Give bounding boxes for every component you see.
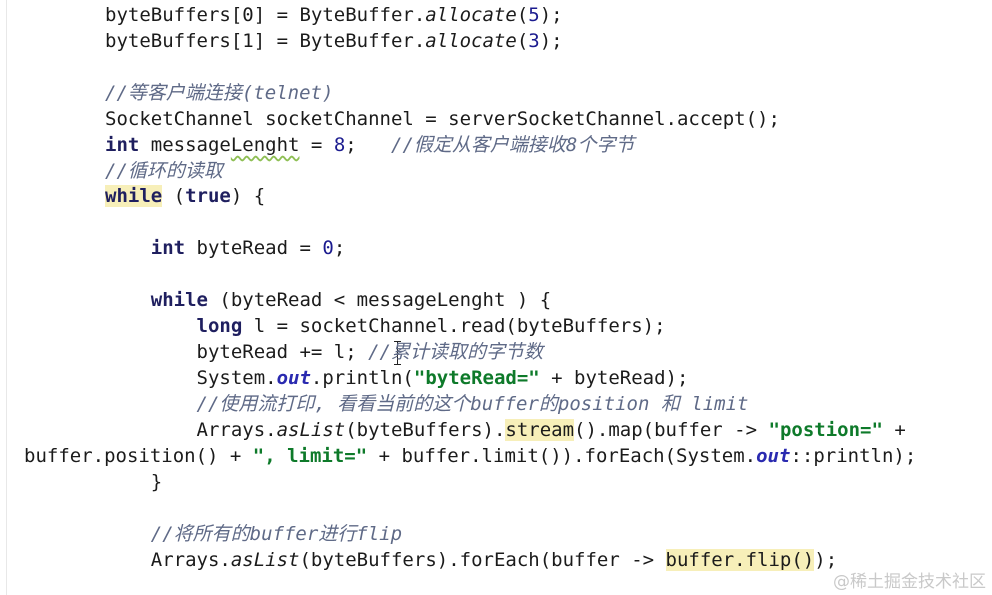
code-token: l = socketChannel.read(byteBuffers); bbox=[242, 315, 666, 337]
code-token: asList bbox=[230, 549, 300, 571]
code-line[interactable]: long l = socketChannel.read(byteBuffers)… bbox=[105, 313, 666, 339]
code-token: + buffer.limit()).forEach(System. bbox=[367, 445, 757, 467]
code-line[interactable]: //循环的读取 bbox=[105, 158, 223, 184]
code-token: ( bbox=[516, 30, 529, 52]
code-comment: //将所有的buffer进行flip bbox=[150, 523, 403, 545]
code-token: 5 bbox=[528, 4, 540, 26]
code-token: 8 bbox=[333, 134, 346, 156]
code-token: "postion=" bbox=[768, 419, 883, 441]
code-token: while bbox=[150, 289, 208, 311]
code-comment: //假定从客户端接收8个字节 bbox=[391, 134, 635, 156]
code-line[interactable]: while (true) { bbox=[105, 183, 265, 209]
code-token: SocketChannel socketChannel = serverSock… bbox=[105, 108, 780, 130]
code-token: ); bbox=[814, 549, 838, 571]
code-token bbox=[105, 393, 197, 415]
code-token: long bbox=[196, 315, 243, 337]
code-line[interactable]: byteRead += l; //累计读取的字节数 bbox=[105, 339, 544, 365]
text-cursor-icon bbox=[394, 341, 402, 365]
code-token bbox=[105, 315, 197, 337]
code-token: ; bbox=[345, 134, 392, 156]
code-token: "byteRead=" bbox=[413, 367, 540, 389]
code-token: ); bbox=[539, 30, 563, 52]
code-line[interactable]: Arrays.asList(byteBuffers).stream().map(… bbox=[105, 417, 906, 443]
code-line[interactable]: //将所有的buffer进行flip bbox=[105, 521, 402, 547]
code-token: ; bbox=[333, 237, 346, 259]
editor-gutter-divider bbox=[6, 0, 7, 595]
code-comment: //累计读取的字节数 bbox=[368, 341, 543, 363]
code-token: stream bbox=[505, 419, 575, 441]
code-token: allocate bbox=[425, 30, 517, 52]
code-line[interactable]: int byteRead = 0; bbox=[105, 235, 346, 261]
code-token: (byteBuffers). bbox=[345, 419, 506, 441]
code-token bbox=[105, 237, 151, 259]
code-token: (byteRead < messageLenght ) { bbox=[207, 289, 552, 311]
code-token: allocate bbox=[425, 4, 517, 26]
code-token bbox=[105, 289, 151, 311]
code-token: ", limit=" bbox=[252, 445, 368, 467]
code-token: ().map(buffer -> bbox=[574, 419, 769, 441]
code-token: + bbox=[882, 419, 906, 441]
code-token: byteRead = bbox=[185, 237, 323, 259]
code-line[interactable]: int messageLenght = 8; //假定从客户端接收8个字节 bbox=[105, 132, 634, 158]
code-line[interactable]: SocketChannel socketChannel = serverSock… bbox=[105, 106, 780, 132]
code-token: byteRead += l; bbox=[105, 341, 369, 363]
code-token: message bbox=[139, 134, 231, 156]
code-token: + byteRead); bbox=[539, 367, 689, 389]
code-token: buffer.flip() bbox=[665, 549, 815, 571]
code-line[interactable]: buffer.position() + ", limit=" + buffer.… bbox=[24, 443, 916, 469]
code-token: .println( bbox=[310, 367, 414, 389]
code-token: ( bbox=[162, 185, 186, 207]
code-token: Lenght bbox=[230, 134, 300, 156]
code-token: true bbox=[185, 185, 231, 207]
code-token: 3 bbox=[528, 30, 540, 52]
code-token: ( bbox=[516, 4, 529, 26]
code-token: byteBuffers[0] = ByteBuffer. bbox=[105, 4, 426, 26]
code-token: System. bbox=[105, 367, 277, 389]
code-line[interactable]: byteBuffers[0] = ByteBuffer.allocate(5); bbox=[105, 2, 563, 28]
code-token: ::println); bbox=[790, 445, 917, 467]
code-token: (byteBuffers).forEach(buffer -> bbox=[299, 549, 666, 571]
code-comment: //循环的读取 bbox=[105, 160, 223, 182]
code-line[interactable]: while (byteRead < messageLenght ) { bbox=[105, 287, 551, 313]
code-token: 0 bbox=[322, 237, 334, 259]
code-line[interactable]: byteBuffers[1] = ByteBuffer.allocate(3); bbox=[105, 28, 563, 54]
code-token: buffer.position() + bbox=[24, 445, 253, 467]
code-token: byteBuffers[1] = ByteBuffer. bbox=[105, 30, 426, 52]
code-line[interactable]: } bbox=[105, 469, 162, 495]
code-token: while bbox=[105, 185, 163, 207]
code-token: out bbox=[276, 367, 311, 389]
code-token bbox=[105, 523, 151, 545]
code-token: ) { bbox=[230, 185, 266, 207]
code-token: } bbox=[105, 471, 163, 493]
code-comment: //使用流打印, 看看当前的这个buffer的position 和 limit bbox=[196, 393, 749, 415]
code-token: Arrays. bbox=[105, 419, 277, 441]
code-token: int bbox=[150, 237, 186, 259]
code-line[interactable]: System.out.println("byteRead=" + byteRea… bbox=[105, 365, 689, 391]
code-token: asList bbox=[276, 419, 346, 441]
code-comment: //等客户端连接(telnet) bbox=[105, 82, 334, 104]
code-line[interactable]: Arrays.asList(byteBuffers).forEach(buffe… bbox=[105, 547, 837, 573]
code-token: Arrays. bbox=[105, 549, 231, 571]
code-line[interactable]: //使用流打印, 看看当前的这个buffer的position 和 limit bbox=[105, 391, 749, 417]
watermark: @稀土掘金技术社区 bbox=[833, 572, 986, 592]
code-token: int bbox=[105, 134, 140, 156]
code-token: out bbox=[756, 445, 791, 467]
code-line[interactable]: //等客户端连接(telnet) bbox=[105, 80, 333, 106]
code-token: ); bbox=[539, 4, 563, 26]
code-token: = bbox=[299, 134, 334, 156]
